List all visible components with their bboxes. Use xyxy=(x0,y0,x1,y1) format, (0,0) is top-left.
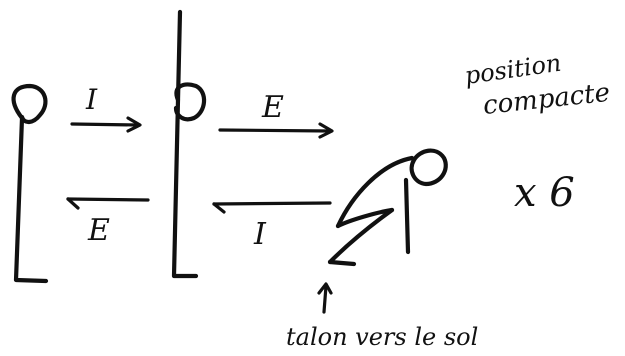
arrow-inhale-right: I xyxy=(70,83,142,133)
heel-note: talon vers le sol xyxy=(286,323,478,351)
figure-compact-position xyxy=(327,148,448,267)
figure-arms-raised xyxy=(171,9,207,279)
arrow-label-e-2: E xyxy=(261,90,284,125)
heel-arrow-up xyxy=(317,282,333,314)
figure-standing-1 xyxy=(11,83,49,284)
repeat-count: x 6 xyxy=(514,170,575,216)
arrow-label-i: I xyxy=(85,83,98,116)
arrow-inhale-left: I xyxy=(212,201,332,252)
arrow-exhale-left: E xyxy=(66,197,150,248)
arrow-label-i-2: I xyxy=(253,217,267,252)
arrow-label-e: E xyxy=(87,213,110,248)
arrow-exhale-right: E xyxy=(218,90,334,139)
